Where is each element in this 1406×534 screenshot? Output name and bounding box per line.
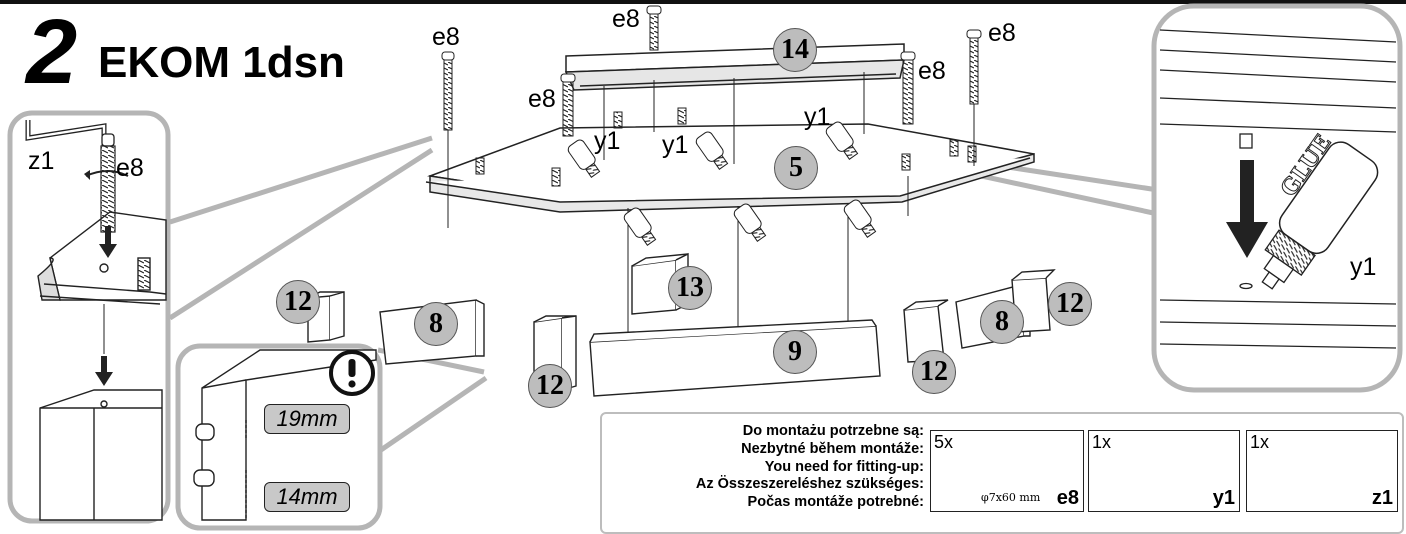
part-badge-12: 12	[1048, 282, 1092, 326]
glue-bottle-large	[1261, 141, 1379, 290]
part-qty: 1x	[1250, 432, 1270, 452]
label-y1: y1	[594, 127, 621, 155]
part-badge-5: 5	[774, 146, 818, 190]
label-e8: e8	[528, 85, 556, 113]
label-z1: z1	[28, 147, 55, 175]
part-badge-12: 12	[276, 280, 320, 324]
label-y1: y1	[1350, 253, 1377, 281]
dimension-14mm: 14mm	[264, 482, 350, 512]
part-code: z1	[1371, 487, 1393, 509]
screws-e8	[441, 5, 982, 228]
part-code: e8	[1056, 487, 1079, 509]
left-panel-fasteners	[25, 120, 129, 386]
part-badge-12: 12	[528, 364, 572, 408]
top-dowels	[475, 107, 977, 187]
part-box-y1: 1x y1	[1088, 430, 1240, 512]
label-e8: e8	[918, 57, 946, 85]
label-e8: e8	[432, 23, 460, 51]
step-number: 2	[26, 1, 77, 103]
lower-parts	[307, 252, 1056, 397]
down-arrow-right	[1240, 160, 1254, 224]
part-box-e8: 5x φ7x60 mm e8	[930, 430, 1084, 512]
required-line: You need for fitting-up:	[764, 458, 924, 475]
top-rule	[0, 0, 1406, 4]
part-qty: 5x	[934, 432, 954, 452]
rail-drop-lines	[603, 72, 865, 334]
part-badge-9: 9	[773, 330, 817, 374]
required-tools-text: Do montażu potrzebne są: Nezbytné během …	[614, 423, 924, 512]
part-spec: φ7x60 mm	[981, 491, 1041, 504]
left-panel-art	[37, 211, 167, 521]
label-e8: e8	[988, 19, 1016, 47]
label-e8: e8	[116, 154, 144, 182]
required-line: Nezbytné během montáže:	[741, 440, 924, 457]
part-code: y1	[1212, 487, 1235, 509]
part-qty: 1x	[1092, 432, 1112, 452]
label-y1: y1	[662, 131, 689, 159]
part-box-z1: 1x z1	[1246, 430, 1398, 512]
page-title: EKOM 1dsn	[98, 38, 345, 87]
required-line: Do montażu potrzebne są:	[742, 423, 924, 439]
part-badge-8: 8	[414, 302, 458, 346]
label-e8: e8	[612, 5, 640, 33]
dowel-depth-art	[193, 349, 377, 521]
part-badge-8: 8	[980, 300, 1024, 344]
part-badge-14: 14	[773, 28, 817, 72]
dimension-19mm: 19mm	[264, 404, 350, 434]
label-y1: y1	[804, 103, 831, 131]
required-line: Az Összeszereléshez szükséges:	[695, 476, 924, 493]
zoom-panel-right	[1151, 3, 1403, 393]
right-panel-art	[1159, 29, 1397, 349]
part-badge-12: 12	[912, 350, 956, 394]
part-badge-13: 13	[668, 266, 712, 310]
rail-14	[564, 43, 905, 91]
required-line: Počas montáže potrebné:	[747, 494, 924, 511]
glue-bottles-small	[567, 121, 877, 246]
warning-icon-dot	[348, 380, 356, 388]
warning-icon-mark	[348, 359, 356, 377]
countertop-5	[425, 123, 1035, 213]
